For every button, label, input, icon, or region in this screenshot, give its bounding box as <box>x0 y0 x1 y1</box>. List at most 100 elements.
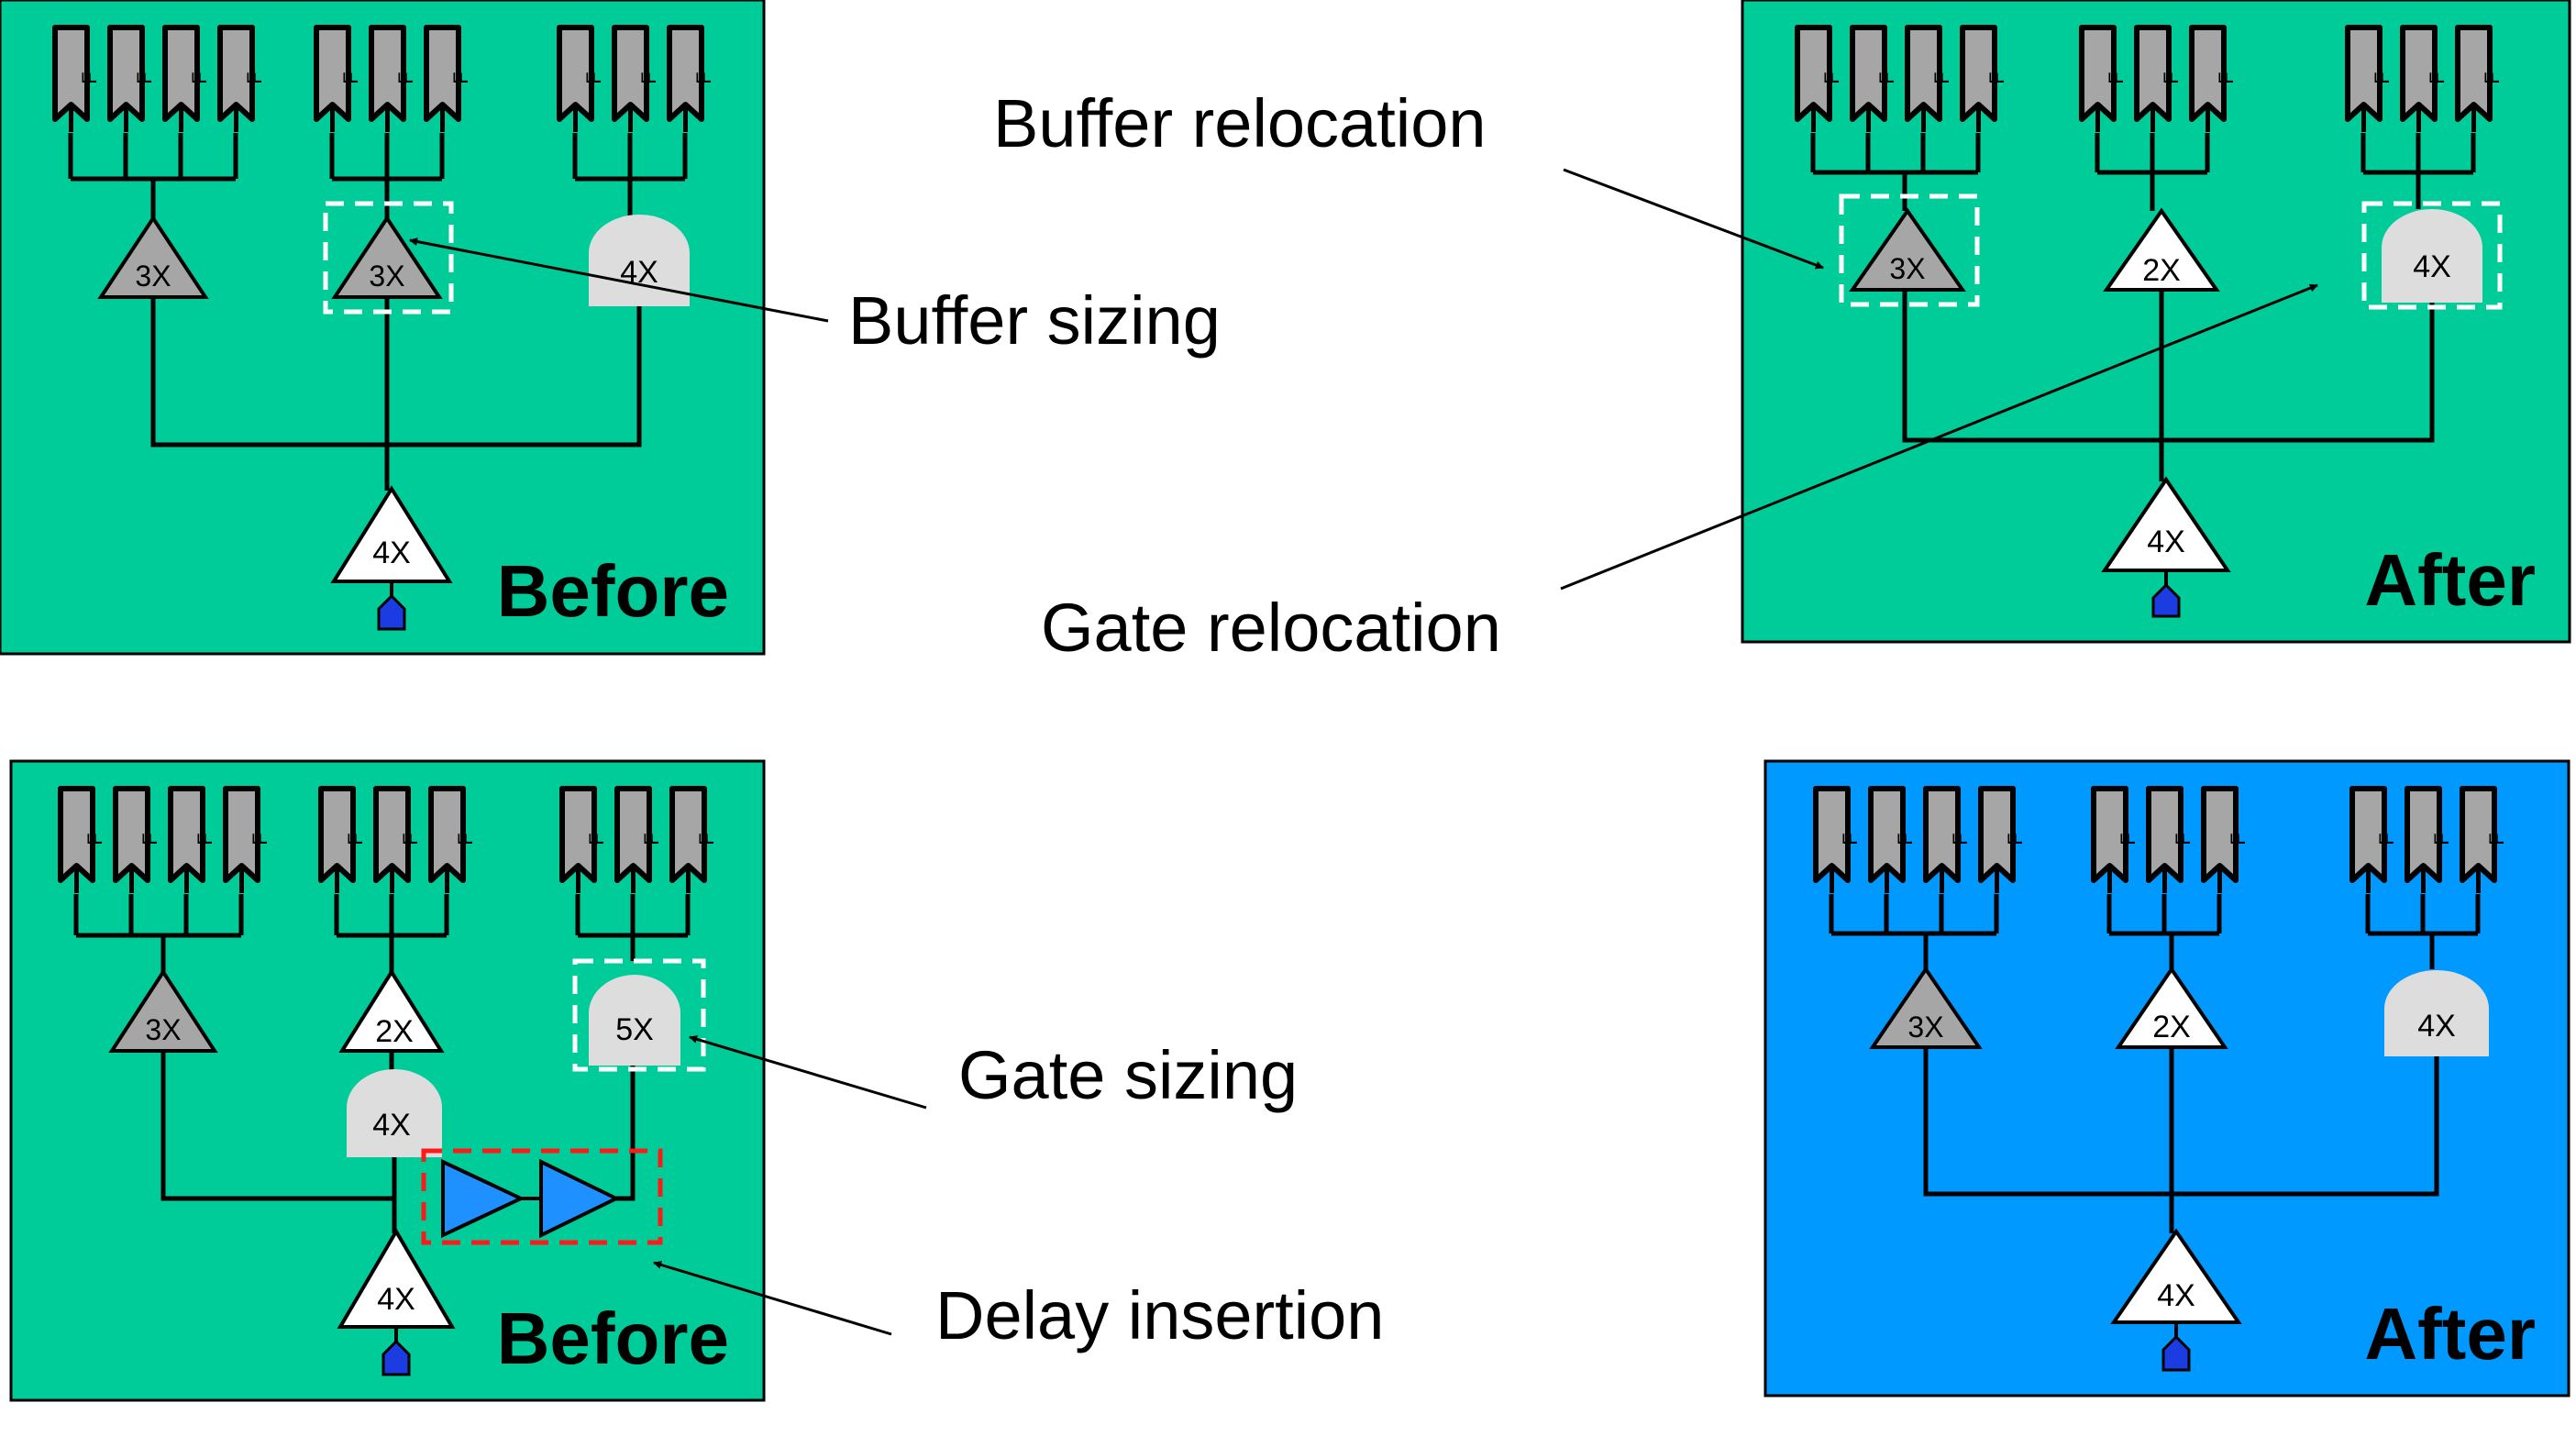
callouts: Buffer relocation Buffer sizing Gate rel… <box>409 85 2318 1353</box>
cell-label: 3X <box>135 260 171 293</box>
flip-flop-label: F <box>2371 72 2394 83</box>
highlight-box <box>323 201 454 315</box>
flip-flop: F <box>612 25 660 132</box>
flip-flop: F <box>2400 25 2449 132</box>
callout-buffer-relocation: Buffer relocation <box>993 85 1487 161</box>
flip-flop-label: F <box>2215 72 2238 83</box>
flip-flop: F <box>1813 786 1862 893</box>
cell-label: 2X <box>375 1014 414 1049</box>
flip-flop: F <box>428 786 477 893</box>
flip-flop-bank: F F F F F F F F F F <box>52 25 715 132</box>
highlight-box <box>2361 201 2503 310</box>
panel-bottom-right: F F F F F F F F F F 3X 2X 4X 4X After <box>1763 759 2570 1397</box>
flip-flop-label: F <box>2430 833 2453 845</box>
flip-flop: F <box>2079 25 2128 132</box>
flip-flop-label: F <box>2117 833 2139 845</box>
callout-gate-sizing: Gate sizing <box>958 1037 1298 1113</box>
flip-flop: F <box>369 25 417 132</box>
flip-flop-label: F <box>399 833 422 845</box>
cell-label: 4X <box>372 1108 411 1143</box>
panel-label: Before <box>497 1298 729 1379</box>
clock-source-icon <box>2161 1334 2191 1372</box>
clock-wires <box>73 894 691 1233</box>
flip-flop: F <box>162 25 211 132</box>
flip-flop-label: F <box>138 833 161 845</box>
cell-label: 5X <box>615 1012 654 1047</box>
flip-flop-label: F <box>2426 72 2449 83</box>
flip-flop-label: F <box>188 72 211 83</box>
panel-top-right: F F F F F F F F F F 3X 2X 4X 4X After <box>1741 0 2571 644</box>
flip-flop-label: F <box>640 833 663 845</box>
flip-flop: F <box>217 25 266 132</box>
flip-flop-label: F <box>449 72 472 83</box>
buffer-cell <box>338 968 445 1053</box>
flip-flop: F <box>168 786 216 893</box>
flip-flop-label: F <box>83 833 106 845</box>
flip-flop-label: F <box>249 833 271 845</box>
highlight-box <box>1839 193 1980 307</box>
flip-flop: F <box>2460 786 2508 893</box>
flip-flop-label: F <box>2105 72 2128 83</box>
flip-flop-label: F <box>454 833 477 845</box>
callout-buffer-sizing: Buffer sizing <box>848 282 1221 359</box>
flip-flop: F <box>223 786 271 893</box>
callout-arrow <box>653 1261 892 1336</box>
flip-flop-label: F <box>2485 833 2508 845</box>
clock-source-icon <box>381 1339 411 1376</box>
cell-label: 4X <box>2417 1009 2456 1044</box>
flip-flop: F <box>318 786 367 893</box>
cell-label: 3X <box>1889 252 1925 285</box>
flip-flop: F <box>58 786 106 893</box>
callout-arrow <box>1560 283 2318 591</box>
flip-flop: F <box>1978 786 2027 893</box>
cell-label: 4X <box>2413 249 2451 284</box>
flip-flop: F <box>107 25 156 132</box>
cell-label: 3X <box>1907 1011 1943 1044</box>
clock-source-icon <box>2151 582 2181 618</box>
panel-label: After <box>2364 539 2536 621</box>
flip-flop-bank: F F F F F F F F F F <box>58 786 718 893</box>
callout-arrow <box>1563 168 1824 270</box>
flip-flop-label: F <box>1894 833 1917 845</box>
flip-flop: F <box>1905 25 1953 132</box>
flip-flop-label: F <box>243 72 266 83</box>
flip-flop-label: F <box>1985 72 2008 83</box>
buffer-cell <box>108 968 218 1053</box>
flip-flop-label: F <box>2160 72 2183 83</box>
panel-label: After <box>2364 1293 2536 1375</box>
cell-label: 4X <box>2147 525 2185 559</box>
flip-flop-label: F <box>1839 833 1862 845</box>
buffer-cell <box>2115 966 2228 1049</box>
cell-label: 2X <box>2142 253 2181 288</box>
flip-flop-label: F <box>2227 833 2250 845</box>
flip-flop: F <box>314 25 362 132</box>
flip-flop: F <box>1850 25 1898 132</box>
buffer-cell <box>1869 966 1983 1049</box>
clock-source-icon <box>377 593 406 631</box>
flip-flop: F <box>614 786 663 893</box>
buffer-cell <box>2103 207 2220 292</box>
panel-top-left: F F F F F F F F F F 3X 3X 4X 4X Before <box>0 0 766 656</box>
flip-flop-label: F <box>695 833 718 845</box>
flip-flop-label: F <box>133 72 156 83</box>
flip-flop: F <box>2349 786 2398 893</box>
flip-flop: F <box>2134 25 2183 132</box>
flip-flop: F <box>669 786 718 893</box>
buffer-cell <box>331 215 443 299</box>
callout-delay-insertion: Delay insertion <box>935 1277 1384 1353</box>
flip-flop-label: F <box>2172 833 2195 845</box>
flip-flop: F <box>557 25 605 132</box>
flip-flop-label: F <box>1875 72 1898 83</box>
clock-wires <box>1810 133 2476 481</box>
clock-wires <box>68 133 688 491</box>
gate-cell <box>589 215 690 306</box>
panel-label: Before <box>497 550 729 632</box>
highlight-box <box>421 1148 663 1245</box>
flip-flop-label: F <box>193 833 216 845</box>
flip-flop-label: F <box>1820 72 1843 83</box>
flip-flop: F <box>2345 25 2394 132</box>
callout-arrow <box>689 1035 927 1110</box>
flip-flop: F <box>113 786 161 893</box>
